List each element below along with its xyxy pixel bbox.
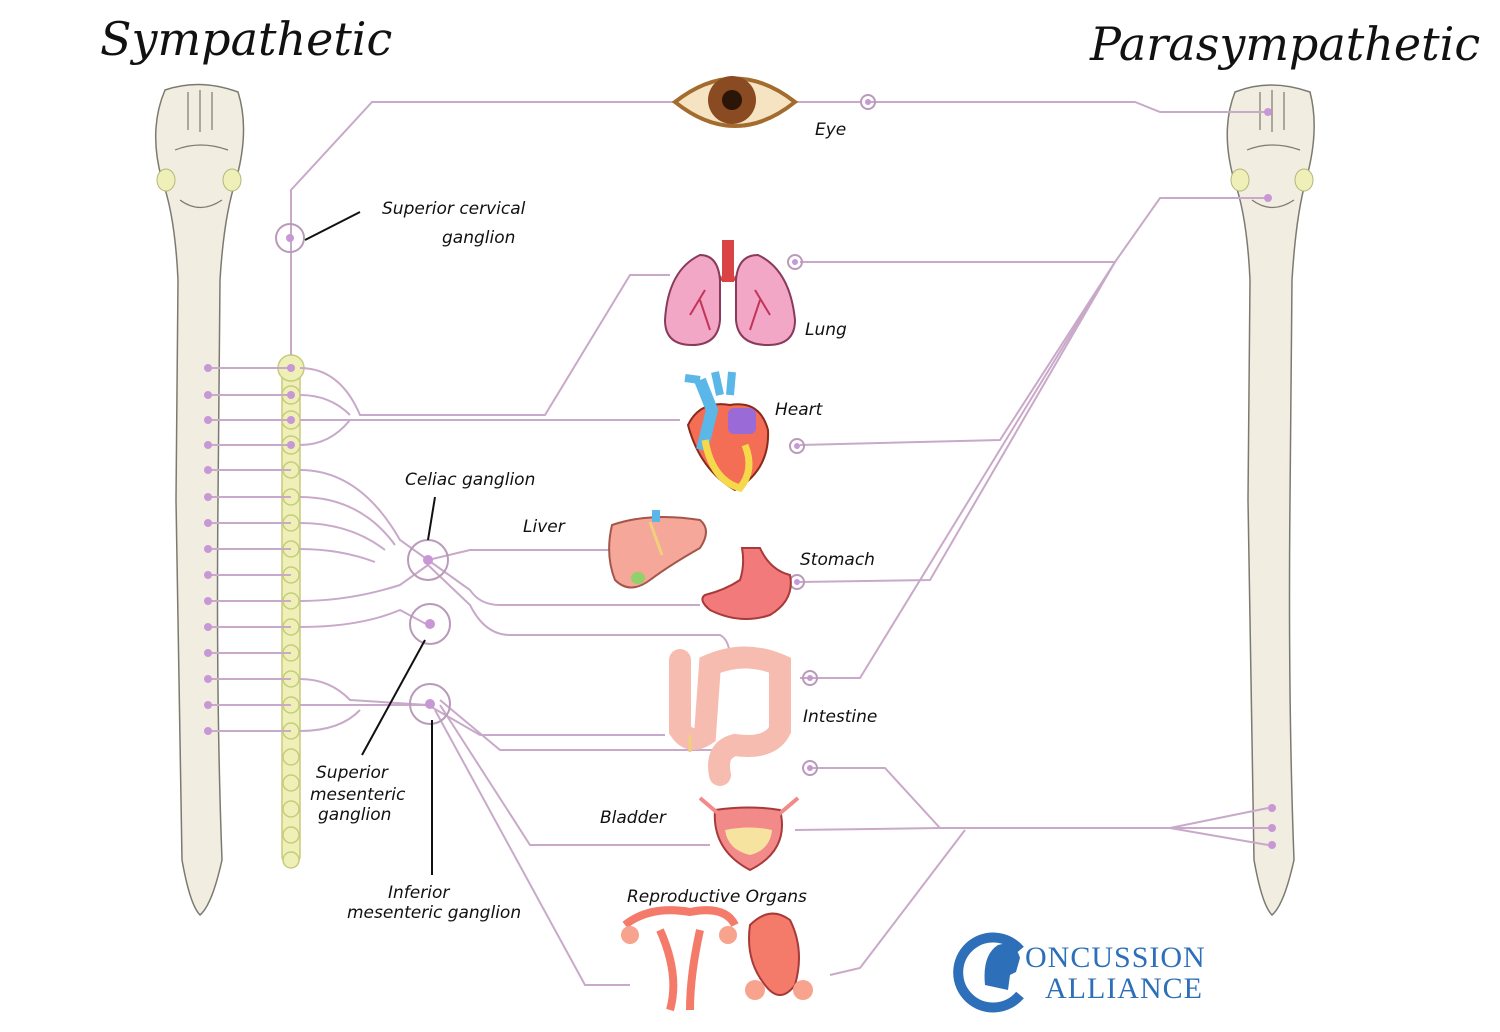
liver-label: Liver — [523, 517, 566, 537]
superior-cervical-ganglion — [275, 223, 305, 253]
superior-mesenteric-ganglion — [409, 603, 451, 645]
lung-label: Lung — [805, 320, 847, 340]
label-pointers — [304, 211, 436, 875]
logo-c-icon — [953, 932, 1024, 1013]
intestine-illustration — [669, 646, 791, 786]
logo-text-line2: ALLIANCE — [1045, 972, 1203, 1005]
lung-illustration — [663, 240, 797, 347]
celiac-ganglion — [407, 539, 449, 581]
superior-cervical-ganglion-label-line1: Superior cervical — [382, 199, 526, 219]
intestine-label: Intestine — [803, 707, 877, 727]
left-spinal-cord — [155, 83, 245, 917]
bladder-illustration — [698, 796, 800, 872]
superior-mesenteric-ganglion-label-line1: Superior — [316, 763, 389, 783]
logo-text-line1: ONCUSSION — [1025, 941, 1206, 974]
liver-illustration — [608, 510, 707, 589]
right-spinal-cord — [1226, 84, 1315, 917]
stomach-illustration — [701, 547, 792, 620]
spinal-outflow-lines — [204, 364, 295, 735]
sympathetic-title: Sympathetic — [100, 12, 392, 66]
reproductive-organs-label: Reproductive Organs — [627, 887, 807, 907]
inferior-mesenteric-ganglion-label-line1: Inferior — [388, 883, 450, 903]
heart-illustration — [684, 371, 770, 492]
inferior-mesenteric-ganglion — [409, 683, 451, 725]
bladder-label: Bladder — [600, 808, 667, 828]
sympathetic-chain — [277, 354, 305, 869]
head-silhouette-icon — [984, 943, 1020, 990]
superior-mesenteric-ganglion-label-line3: ganglion — [318, 805, 391, 825]
concussion-alliance-logo: ONCUSSION ALLIANCE — [953, 932, 1206, 1013]
sympathetic-pathways — [290, 101, 860, 986]
inferior-mesenteric-ganglion-label-line2: mesenteric ganglion — [347, 903, 521, 923]
stomach-label: Stomach — [800, 550, 875, 570]
superior-cervical-ganglion-label-line2: ganglion — [442, 228, 515, 248]
synapse-markers — [787, 94, 876, 776]
eye-label: Eye — [815, 120, 846, 140]
eye-illustration — [671, 76, 799, 128]
superior-mesenteric-ganglion-label-line2: mesenteric — [310, 785, 406, 805]
reproductive-organs-illustration — [621, 906, 813, 1012]
celiac-ganglion-label: Celiac ganglion — [405, 470, 535, 490]
parasympathetic-title: Parasympathetic — [1089, 17, 1480, 71]
heart-label: Heart — [775, 400, 824, 420]
parasympathetic-pathways — [794, 101, 1276, 976]
